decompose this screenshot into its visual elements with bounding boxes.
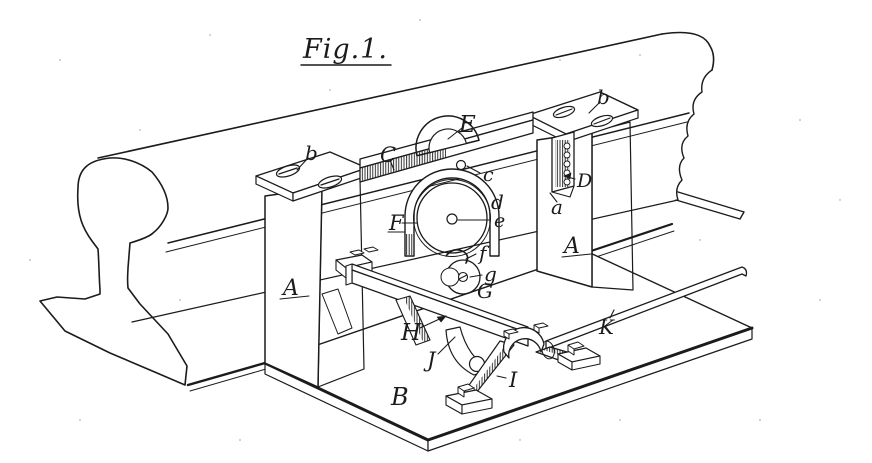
pivot-right-foot	[557, 341, 601, 371]
label-roller-G: G	[477, 279, 493, 303]
pivot-stand	[445, 322, 601, 415]
pivot-left-foot	[445, 383, 493, 415]
label-bolt-g: g	[484, 262, 497, 286]
screw-head	[590, 114, 614, 128]
screw-head	[317, 175, 343, 189]
label-dome-E: E	[458, 112, 476, 138]
label-link-J: J	[423, 348, 437, 372]
label-pin-c: c	[483, 164, 494, 186]
label-plate-b-left: b	[305, 141, 318, 165]
label-stand-I: I	[508, 368, 518, 392]
label-lever-H: H	[400, 320, 422, 346]
label-disc-d: d	[491, 190, 504, 214]
label-post-A-left: A	[281, 276, 299, 301]
label-hole-e: e	[494, 210, 505, 232]
pivot-shaft-end	[541, 340, 555, 360]
label-stirrup-F: F	[388, 211, 405, 235]
stirrup	[404, 168, 500, 257]
lever	[345, 263, 529, 347]
left-post	[255, 151, 368, 388]
center-hole-e	[446, 213, 458, 225]
disc	[413, 179, 491, 257]
figure-title: Fig.1.	[302, 34, 388, 65]
label-plate-b-right: b	[597, 85, 610, 109]
hook-f	[445, 248, 469, 264]
spring	[551, 131, 575, 198]
label-base-B: B	[390, 383, 409, 411]
brace-leg	[395, 295, 431, 346]
label-post-A-right: A	[562, 234, 580, 259]
right-post-cap-plate	[527, 91, 639, 143]
label-spring-D: D	[576, 170, 592, 192]
dome	[415, 115, 480, 157]
leader-lines	[279, 64, 615, 379]
brace-wedge	[321, 288, 353, 335]
rail-cross-section	[39, 157, 188, 386]
labels: Fig.1. E b C b c d e F D a A A f g G H J…	[281, 34, 615, 411]
right-post	[527, 91, 639, 291]
rod-k	[545, 266, 748, 350]
label-spring-end-a: a	[551, 195, 563, 219]
screw-head	[552, 105, 576, 119]
label-crossbar-C: C	[380, 143, 396, 167]
label-rod-K: K	[598, 315, 615, 339]
paper-noise	[29, 19, 841, 441]
pin-c	[455, 159, 467, 171]
roller	[440, 259, 481, 295]
